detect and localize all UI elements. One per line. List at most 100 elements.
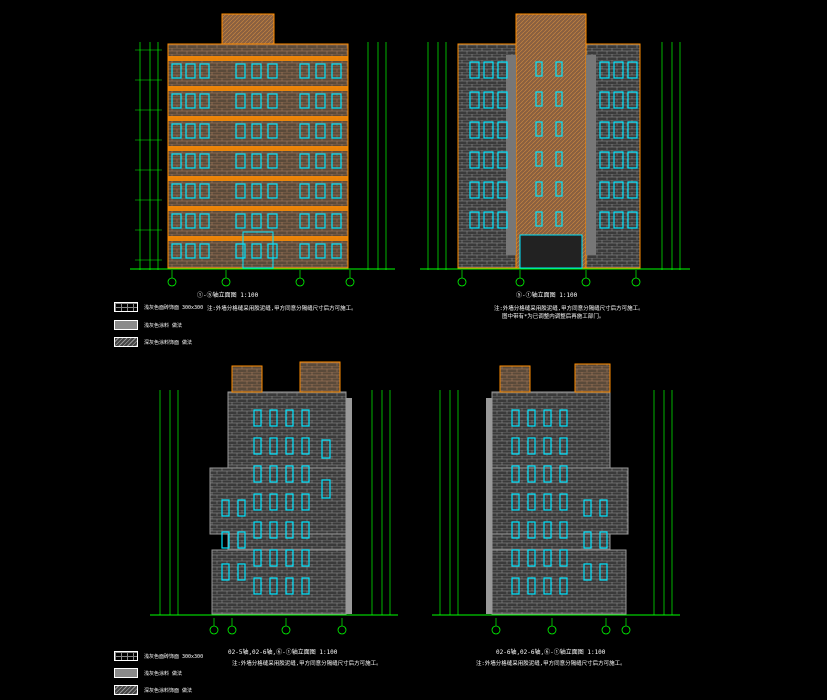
window [253, 521, 262, 539]
window [315, 63, 326, 79]
axis-bubble [631, 277, 641, 287]
window [527, 409, 536, 427]
window [599, 91, 610, 109]
window [185, 183, 196, 199]
window [321, 479, 331, 499]
window [555, 121, 563, 137]
window [599, 499, 608, 517]
window [535, 181, 543, 197]
window [251, 213, 262, 229]
floor-band [168, 206, 348, 211]
legend-label: 深灰色涂料饰面 做法 [144, 687, 193, 694]
dimension-chain-left [159, 390, 179, 615]
window [583, 499, 592, 517]
window [199, 123, 210, 139]
window [221, 563, 230, 581]
window [555, 61, 563, 77]
dimension-chain-right [661, 42, 681, 270]
entrance-door [242, 231, 274, 269]
floor-band [168, 116, 348, 121]
window [321, 439, 331, 459]
window [301, 549, 310, 567]
legend-item: 浅灰色涂料 做法 [114, 320, 182, 330]
window [253, 437, 262, 455]
window [267, 183, 278, 199]
window [543, 549, 552, 567]
window [627, 91, 638, 109]
window [251, 63, 262, 79]
legend-label: 深灰色涂料饰面 做法 [144, 339, 193, 346]
window [315, 243, 326, 259]
window [511, 493, 520, 511]
window [267, 213, 278, 229]
dimension-chain-right [371, 390, 391, 615]
axis-markers [209, 618, 347, 635]
elevation-bottom-left [150, 361, 398, 635]
window [483, 211, 494, 229]
window [199, 63, 210, 79]
window [613, 151, 624, 169]
window [269, 437, 278, 455]
window [543, 493, 552, 511]
axis-bubble [227, 625, 237, 635]
window [483, 121, 494, 139]
window [511, 577, 520, 595]
axis-bubble [457, 277, 467, 287]
window [555, 181, 563, 197]
window [497, 211, 508, 229]
window [627, 211, 638, 229]
window-grid [171, 63, 342, 259]
legend-item: 浅灰色面砖饰面 300x300 [114, 651, 203, 661]
window [627, 151, 638, 169]
drawing-note-2: 图中带有*为已调整内调整后再施工部门。 [502, 314, 605, 320]
window [613, 91, 624, 109]
side-column [346, 398, 352, 614]
axis-bubble [491, 625, 501, 635]
axis-bubble [515, 277, 525, 287]
window [559, 493, 568, 511]
window [301, 409, 310, 427]
window [185, 153, 196, 169]
window [543, 409, 552, 427]
window [483, 181, 494, 199]
window [315, 183, 326, 199]
window [627, 121, 638, 139]
window [583, 531, 592, 549]
window [253, 549, 262, 567]
window [251, 123, 262, 139]
window [253, 577, 262, 595]
window [497, 181, 508, 199]
drawing-note: 注:外墙分格缝采用胶泥缝,甲方同意分隔缝尺寸后方可施工。 [207, 306, 357, 312]
window [331, 213, 342, 229]
window-grid [221, 409, 331, 595]
elevation-bottom-right [432, 363, 680, 635]
window [613, 121, 624, 139]
axis-bubble [621, 625, 631, 635]
window [269, 521, 278, 539]
window [497, 91, 508, 109]
axis-bubble [209, 625, 219, 635]
floor-band [168, 176, 348, 181]
window [301, 521, 310, 539]
axis-bubble [221, 277, 231, 287]
window [527, 493, 536, 511]
window [171, 123, 182, 139]
window [269, 577, 278, 595]
axis-markers [457, 270, 641, 287]
window [599, 563, 608, 581]
window [511, 409, 520, 427]
dimension-chain-left [135, 42, 162, 270]
side-pier-left [506, 55, 516, 255]
legend-swatch-hatch [114, 337, 138, 347]
window [253, 465, 262, 483]
drawing-title: 02-6轴,02-6轴,⑥-①轴立面图 1:100 [496, 649, 606, 656]
window [301, 577, 310, 595]
legend-item: 深灰色涂料饰面 做法 [114, 337, 192, 347]
entrance-door [519, 234, 583, 269]
window [527, 465, 536, 483]
window [285, 437, 294, 455]
window [251, 183, 262, 199]
window [469, 211, 480, 229]
axis-bubble [295, 277, 305, 287]
window [301, 465, 310, 483]
